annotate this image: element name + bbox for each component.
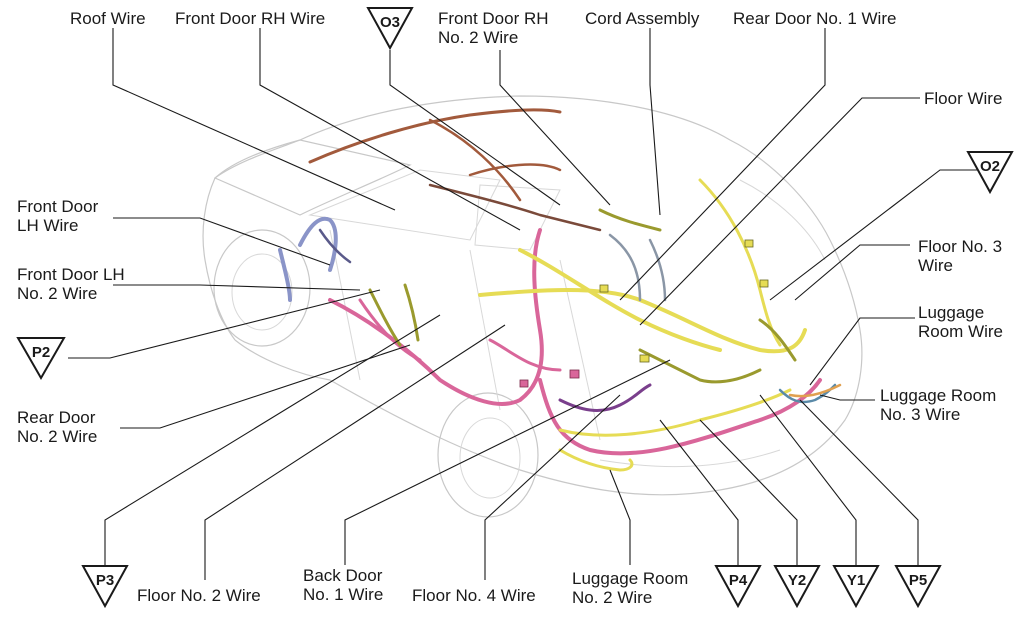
label-luggage-room-no2-line1: Luggage Room xyxy=(572,569,688,588)
marker-p2: P2 xyxy=(16,337,66,381)
marker-y1: Y1 xyxy=(832,565,880,609)
label-front-door-rh-no2-line2: No. 2 Wire xyxy=(438,28,518,47)
connector-markers: O3 O2 P2 P3 P4 Y2 Y1 P5 xyxy=(16,7,1014,609)
label-front-door-rh-no2-line1: Front Door RH xyxy=(438,9,549,28)
label-rear-door-no1-wire: Rear Door No. 1 Wire xyxy=(733,9,896,28)
back-door-harness xyxy=(608,233,667,302)
label-rear-door-no2-line2: No. 2 Wire xyxy=(17,427,97,446)
label-roof-wire: Roof Wire xyxy=(70,9,146,28)
floor-no4-harness xyxy=(558,383,652,412)
label-luggage-room-no3-line1: Luggage Room xyxy=(880,386,996,405)
svg-text:P2: P2 xyxy=(32,344,50,361)
svg-text:Y2: Y2 xyxy=(788,572,806,589)
marker-o3: O3 xyxy=(366,7,414,51)
label-floor-no3-line1: Floor No. 3 xyxy=(918,237,1002,256)
front-door-lh-harness xyxy=(278,216,338,302)
label-front-door-rh-wire: Front Door RH Wire xyxy=(175,9,325,28)
label-luggage-room-line2: Room Wire xyxy=(918,322,1003,341)
svg-text:O2: O2 xyxy=(980,158,1000,175)
marker-p4: P4 xyxy=(714,565,762,609)
marker-o2: O2 xyxy=(966,151,1014,195)
svg-text:P5: P5 xyxy=(909,572,927,589)
marker-p3: P3 xyxy=(81,565,129,609)
label-floor-wire: Floor Wire xyxy=(924,89,1002,108)
label-front-door-lh-line1: Front Door xyxy=(17,197,99,216)
label-floor-no3-line2: Wire xyxy=(918,256,953,275)
label-luggage-room-no2-line2: No. 2 Wire xyxy=(572,588,652,607)
label-rear-door-no2-line1: Rear Door xyxy=(17,408,96,427)
label-front-door-lh-no2-line1: Front Door LH xyxy=(17,265,125,284)
label-front-door-lh-no2-line2: No. 2 Wire xyxy=(17,284,97,303)
svg-text:O3: O3 xyxy=(380,14,400,31)
label-back-door-no1-line2: No. 1 Wire xyxy=(303,585,383,604)
svg-text:P4: P4 xyxy=(729,572,748,589)
wire-harnesses xyxy=(278,108,842,472)
rear-door-no2-harness xyxy=(368,283,420,347)
svg-text:P3: P3 xyxy=(96,572,114,589)
label-front-door-lh-line2: LH Wire xyxy=(17,216,78,235)
label-cord-assembly: Cord Assembly xyxy=(585,9,700,28)
label-floor-no2-wire: Floor No. 2 Wire xyxy=(137,586,261,605)
label-luggage-room-no3-line2: No. 3 Wire xyxy=(880,405,960,424)
floor-no2-harness xyxy=(478,288,807,354)
component-labels: Roof Wire Front Door RH Wire Front Door … xyxy=(17,9,1003,607)
svg-text:Y1: Y1 xyxy=(847,572,865,589)
label-back-door-no1-line1: Back Door xyxy=(303,566,383,585)
label-luggage-room-line1: Luggage xyxy=(918,303,984,322)
roof-wire-harness xyxy=(308,108,562,164)
marker-p5: P5 xyxy=(894,565,942,609)
label-floor-no4-wire: Floor No. 4 Wire xyxy=(412,586,536,605)
marker-y2: Y2 xyxy=(773,565,821,609)
front-door-rh-harness xyxy=(428,183,602,232)
